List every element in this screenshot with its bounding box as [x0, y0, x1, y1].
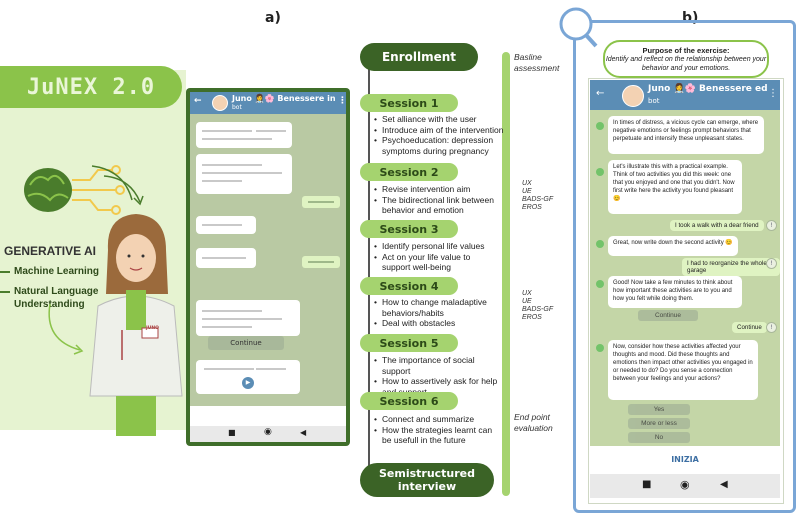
bot-message-icon	[596, 168, 604, 176]
phone-a-screen: ← Juno 👩‍⚕️🌸 Benessere in bot ⋮ Continue…	[190, 92, 346, 442]
bot-message-icon	[596, 280, 604, 288]
continue-button[interactable]: Continue	[208, 336, 284, 350]
gen-item-nl: Natural Language	[14, 286, 99, 297]
phone-b-nav-bar: ■ ◉ ◀	[590, 474, 780, 498]
chat-bubble	[196, 248, 256, 268]
chat-bubble	[196, 216, 256, 234]
nav-back-icon[interactable]: ◀	[720, 479, 728, 490]
option-more-or-less[interactable]: More or less	[628, 418, 690, 429]
bullet-line	[0, 291, 10, 293]
reply-icon: !	[766, 220, 777, 231]
bot-message-5: Now, consider how these activities affec…	[608, 340, 758, 400]
session-6-pill: Session 6	[360, 392, 458, 410]
nav-square-icon[interactable]: ■	[228, 428, 236, 437]
gen-item-ml: Machine Learning	[14, 266, 100, 277]
user-bubble	[302, 196, 340, 208]
right-frame	[573, 20, 796, 513]
chat-sub: bot	[232, 104, 242, 111]
baseline-label: Basline assessment	[514, 52, 560, 73]
user-reply-continue: Continue	[732, 322, 767, 333]
option-no[interactable]: No	[628, 432, 690, 443]
option-yes[interactable]: Yes	[628, 404, 690, 415]
session-1-items: Set alliance with the userIntroduce aim …	[374, 114, 506, 156]
evaluation-rail	[502, 52, 510, 496]
session-4-items: How to change maladaptive behaviors/habi…	[374, 297, 498, 329]
bot-message-1: In times of distress, a vicious cycle ca…	[608, 116, 764, 154]
chat-bubble	[196, 122, 292, 148]
start-button[interactable]: INIZIA	[590, 448, 780, 472]
bullet-line	[0, 271, 10, 273]
chat-title: Juno 👩‍⚕️🌸 Benessere in	[232, 94, 336, 103]
session-3-pill: Session 3	[360, 220, 458, 238]
input-bar[interactable]	[190, 406, 346, 426]
phone-nav-bar: ■ ◉ ◀	[190, 426, 346, 442]
menu-icon[interactable]: ⋮	[768, 88, 778, 99]
bot-message-2: Let's illustrate this with a practical e…	[608, 160, 742, 214]
play-icon[interactable]: ▶	[242, 377, 254, 389]
nav-home-icon[interactable]: ◉	[680, 478, 690, 491]
bot-avatar	[212, 95, 228, 111]
bot-message-icon	[596, 240, 604, 248]
magnifier-icon	[559, 7, 598, 48]
session-2-items: Revise intervention aimThe bidirectional…	[374, 184, 498, 216]
voice-bubble: ▶	[196, 360, 300, 394]
timeline-line	[368, 60, 370, 472]
session-3-items: Identify personal life valuesAct on your…	[374, 241, 500, 273]
purpose-text: Identify and reflect on the relationship…	[605, 55, 767, 72]
reply-icon: !	[766, 258, 777, 269]
session-5-pill: Session 5	[360, 334, 458, 352]
menu-icon[interactable]: ⋮	[338, 96, 346, 106]
purpose-box: Purpose of the exercise: Identify and re…	[603, 40, 769, 78]
chat-sub: bot	[648, 97, 660, 105]
bot-avatar	[622, 85, 644, 107]
phone-b-screen: ← Juno 👩‍⚕️🌸 Benessere ed bot ⋮ In times…	[590, 80, 780, 446]
reply-icon: !	[766, 322, 777, 333]
user-bubble	[302, 256, 340, 268]
chat-bubble	[196, 300, 300, 336]
purpose-title: Purpose of the exercise:	[642, 45, 730, 55]
brain-circuit-icon	[24, 165, 133, 215]
session-6-items: Connect and summarizeHow the strategies …	[374, 414, 498, 446]
nav-square-icon[interactable]: ■	[642, 479, 652, 490]
nav-home-icon[interactable]: ◉	[264, 427, 272, 437]
session-2-pill: Session 2	[360, 163, 458, 181]
doctor-avatar	[89, 214, 183, 436]
chat-header: ← Juno 👩‍⚕️🌸 Benessere ed bot ⋮	[590, 80, 780, 110]
bot-message-icon	[596, 344, 604, 352]
nav-back-icon[interactable]: ◀	[300, 428, 307, 437]
chat-bubble	[196, 154, 292, 194]
user-reply-2: I had to reorganize the whole garage	[682, 258, 780, 276]
chat-title: Juno 👩‍⚕️🌸 Benessere ed	[648, 84, 768, 94]
semistructured-interview-pill: Semistructured interview	[360, 463, 494, 497]
product-title: JuNEX 2.0	[0, 66, 182, 108]
curved-arrow-icon	[48, 303, 84, 355]
session-1-pill: Session 1	[360, 94, 458, 112]
arrow-to-phone-icon	[103, 175, 144, 206]
generative-ai-title: GENERATIVE AI	[4, 244, 97, 258]
back-arrow-icon[interactable]: ←	[596, 88, 605, 99]
bot-message-3: Great, now write down the second activit…	[608, 236, 738, 256]
bot-message-icon	[596, 122, 604, 130]
user-reply-1: I took a walk with a dear friend	[670, 220, 764, 231]
back-arrow-icon[interactable]: ←	[194, 96, 202, 106]
panel-label-a: a)	[265, 10, 281, 26]
session-4-pill: Session 4	[360, 277, 458, 295]
chat-header: ← Juno 👩‍⚕️🌸 Benessere in bot ⋮	[190, 92, 346, 114]
enrollment-pill: Enrollment	[360, 43, 478, 71]
doctor-badge: JUNO	[146, 326, 159, 331]
continue-button[interactable]: Continue	[638, 310, 698, 321]
bot-message-4: Good! Now take a few minutes to think ab…	[608, 276, 742, 308]
endpoint-label: End point evaluation	[514, 412, 553, 433]
session-5-items: The importance of social supportHow to a…	[374, 355, 498, 397]
